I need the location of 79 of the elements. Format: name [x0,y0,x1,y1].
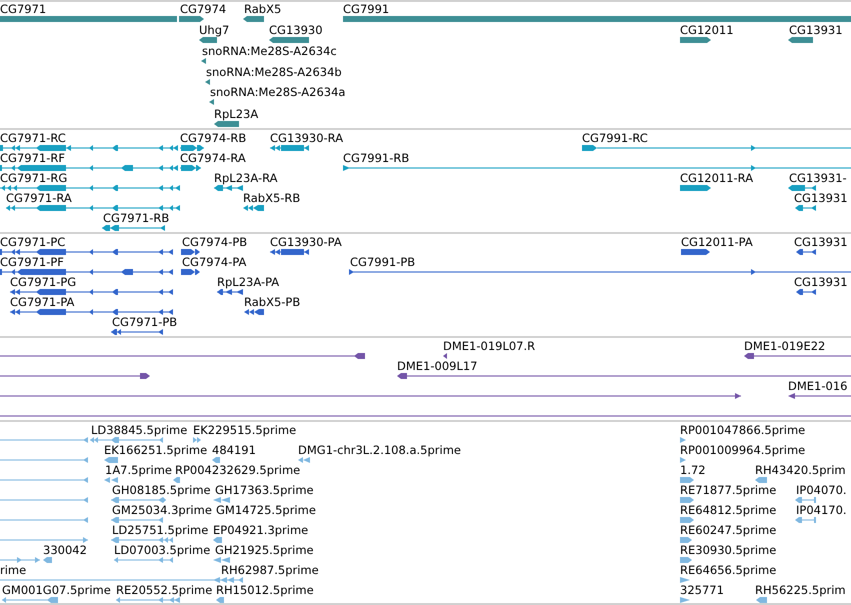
feature-label: RE20552.5prime [116,584,212,596]
feature-label: CG7971-RC [0,132,66,144]
feature-label: CG7991-PB [350,256,416,268]
feature-label: GH21925.5prime [215,544,314,556]
feature-label: LD25751.5prime [112,524,208,536]
feature-label: 325771 [680,584,724,596]
feature-label: CG12011-PA [681,236,753,248]
feature-label: RE64656.5prime [680,564,776,576]
feature-label: CG7971-RB [103,212,170,224]
feature-label: CG7974-PA [182,256,246,268]
feature-label: RP004232629.5prime [175,464,300,476]
feature-label: LD07003.5prime [114,544,210,556]
feature-label: CG7991-RB [343,152,410,164]
feature-label: RpL23A [214,108,258,120]
feature-label: CG7971-RG [0,172,68,184]
feature-label: DMG1-chr3L.2.108.a.5prime [298,444,461,456]
feature-label: CG7974-RA [180,152,246,164]
feature-label: snoRNA:Me28S-A2634a [210,86,346,98]
feature-label: CG7971 [0,2,46,16]
feature-label: rime [0,564,26,576]
feature-label: CG7971-PF [0,256,64,268]
feature-label: DME1-019L07.R [443,340,536,352]
feature-label: CG13931 [794,236,848,248]
feature-label: GM14725.5prime [216,504,316,516]
feature-label: IP04070. [796,484,847,496]
feature-label: CG7974-PB [182,236,248,248]
feature-label: DME1-019E22 [744,340,826,352]
feature-label: CG12011-RA [680,172,754,184]
feature-label: CG13930 [269,24,323,36]
feature-label: CG7991-RC [582,132,648,144]
feature-label: 330042 [43,544,87,556]
feature-label: snoRNA:Me28S-A2634b [206,66,342,78]
feature-label: CG13931 [789,24,843,36]
feature-label: CG7971-RF [0,152,65,164]
feature-label: RP001047866.5prime [680,424,806,436]
feature-label: RabX5-RB [243,192,300,204]
feature-label: DME1-016 [788,380,848,392]
feature-label: CG7971-PC [0,236,66,248]
feature-label: CG12011 [680,24,734,36]
feature-label: 484191 [212,444,256,456]
feature-label: RabX5-PB [244,296,300,308]
feature-label: LD38845.5prime [91,424,188,436]
feature-label: CG13931 [794,192,848,204]
feature-label: DME1-009L17 [397,360,478,372]
feature-label: RabX5 [244,2,282,16]
feature-label: RH15012.5prime [216,584,314,596]
feature-label: RE30930.5prime [680,544,776,556]
feature-label: CG7971-PG [10,276,76,288]
feature-label: 1.72 [680,464,706,476]
feature-label: CG7971-PB [112,316,178,328]
feature-label: RH43420.5prim [755,464,846,476]
feature-label: GM25034.3prime [112,504,212,516]
feature-label: 1A7.5prime [105,464,172,476]
feature-label: CG7974-RB [180,132,246,144]
feature-label: CG7991 [343,2,390,16]
feature-label: EK166251.5prime [104,444,208,456]
feature-label: CG13930-PA [270,236,342,248]
feature-label: GH08185.5prime [112,484,211,496]
feature-label: Uhg7 [199,24,230,36]
feature-label: EP04921.3prime [213,524,308,536]
feature-label: CG13931 [794,276,848,288]
feature-label: EK229515.5prime [193,424,296,436]
feature-label: RE71877.5prime [680,484,776,496]
feature-label: RpL23A-PA [217,276,280,288]
feature-label: RH62987.5prime [221,564,319,576]
feature-label: GH17363.5prime [215,484,314,496]
feature-label: CG13931- [789,172,847,184]
feature-label: CG7971-RA [6,192,72,204]
feature-label: RE64812.5prime [680,504,776,516]
feature-label: CG7974 [180,2,226,16]
feature-label: GM001G07.5prime [2,584,111,596]
feature-label: IP04170. [796,504,847,516]
feature-label: RE60247.5prime [680,524,776,536]
feature-label: CG7971-PA [10,296,74,308]
feature-label: RP001009964.5prime [680,444,806,456]
feature-label: RH56225.5prim [755,584,846,596]
feature-label: snoRNA:Me28S-A2634c [202,44,337,58]
feature-label: CG13930-RA [270,132,344,144]
feature-label: RpL23A-RA [214,172,278,184]
